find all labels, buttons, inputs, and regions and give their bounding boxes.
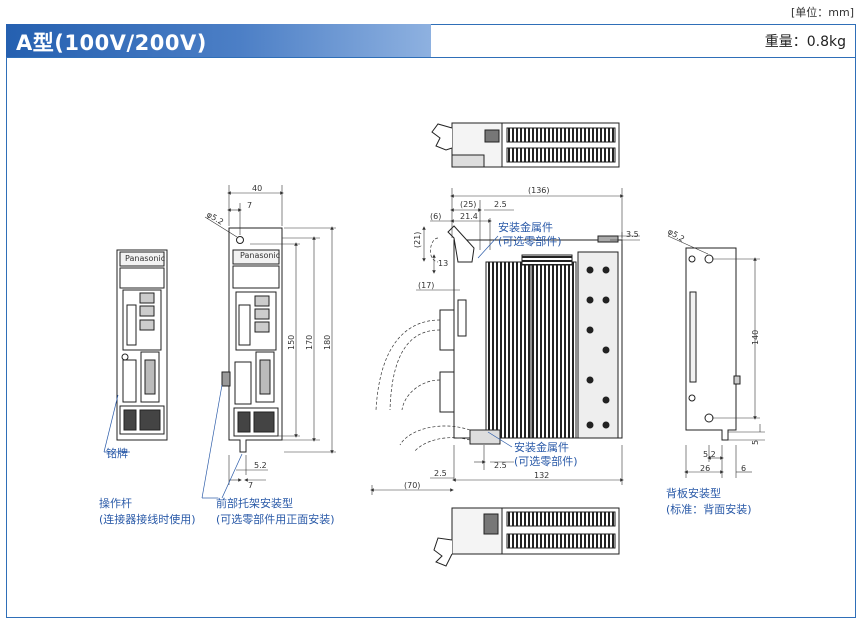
dim-5-2-bottom: 5.2 bbox=[254, 461, 267, 470]
cable-curves bbox=[375, 237, 471, 453]
dim-6: (6) bbox=[430, 212, 441, 221]
dim-180: 180 bbox=[323, 335, 332, 350]
dim-132: 132 bbox=[534, 471, 549, 480]
dim-hole-right: φ5.2 bbox=[666, 227, 686, 244]
title-banner: A型(100V/200V) bbox=[6, 24, 431, 57]
unit-note: [单位：mm] bbox=[790, 6, 854, 19]
side-dims bbox=[370, 188, 640, 495]
header-rule bbox=[6, 57, 856, 58]
side-view bbox=[439, 225, 623, 445]
leader-lines bbox=[103, 384, 243, 499]
dim-25: (25) bbox=[460, 200, 476, 209]
dim-170: 170 bbox=[305, 335, 314, 350]
dim-width-40: 40 bbox=[252, 184, 262, 193]
bracket-bottom-sub: (可选零部件) bbox=[514, 454, 578, 468]
bracket-top-label: 安装金属件 bbox=[498, 220, 553, 234]
bottom-view bbox=[433, 507, 620, 567]
bracket-bottom-label: 安装金属件 bbox=[514, 440, 569, 454]
nameplate-label: 铭牌 bbox=[106, 447, 128, 460]
dim-7-top: 7 bbox=[247, 201, 252, 210]
brand-logo-2: Panasonic bbox=[240, 251, 280, 260]
page-title: A型(100V/200V) bbox=[16, 31, 207, 55]
brand-logo-1: Panasonic bbox=[125, 254, 165, 263]
dim-5-right: 5 bbox=[751, 440, 760, 445]
lever-title: 操作杆 bbox=[99, 497, 132, 510]
bracket-top-sub: (可选零部件) bbox=[498, 234, 562, 248]
back-view bbox=[685, 247, 741, 441]
back-dims bbox=[667, 235, 765, 478]
dim-3-5: 3.5 bbox=[626, 230, 639, 239]
front-view bbox=[116, 249, 168, 441]
content-frame bbox=[6, 24, 856, 618]
dim-hole-left: φ5.2 bbox=[205, 210, 225, 227]
back-mount-title: 背板安装型 bbox=[666, 487, 721, 500]
dim-6-right: 6 bbox=[741, 464, 746, 473]
weight-label: 重量：0.8kg bbox=[764, 34, 846, 50]
dim-140: 140 bbox=[751, 330, 760, 345]
dim-2-5-bottom: 2.5 bbox=[494, 461, 507, 470]
back-mount-sub: (标准：背面安装) bbox=[666, 503, 752, 516]
dim-21-4: 21.4 bbox=[460, 212, 478, 221]
lever-label: 操作杆 (连接器接线时使用) bbox=[99, 496, 196, 528]
dim-5-2-right: 5.2 bbox=[703, 450, 716, 459]
dim-150: 150 bbox=[287, 335, 296, 350]
dim-136: (136) bbox=[528, 186, 550, 195]
dim-70: (70) bbox=[404, 481, 420, 490]
front-mount-title: 前部托架安装型 bbox=[216, 497, 293, 510]
back-mount-label: 背板安装型 (标准：背面安装) bbox=[666, 486, 752, 518]
front-mount-label: 前部托架安装型 (可选零部件用正面安装) bbox=[216, 496, 335, 528]
dim-26: 26 bbox=[700, 464, 710, 473]
front-bracket-view bbox=[221, 227, 283, 453]
dim-7-bottom: 7 bbox=[248, 481, 253, 490]
dim-2-5-top: 2.5 bbox=[494, 200, 507, 209]
dim-17: (17) bbox=[418, 281, 434, 290]
view2-dims bbox=[204, 185, 336, 485]
lever-sub: (连接器接线时使用) bbox=[99, 513, 196, 526]
dim-21: (21) bbox=[413, 232, 422, 248]
front-mount-sub: (可选零部件用正面安装) bbox=[216, 513, 335, 526]
dim-13: 13 bbox=[438, 259, 448, 268]
dim-2-5-left: 2.5 bbox=[434, 469, 447, 478]
top-view bbox=[431, 122, 620, 168]
bracket-leaders bbox=[477, 235, 513, 448]
